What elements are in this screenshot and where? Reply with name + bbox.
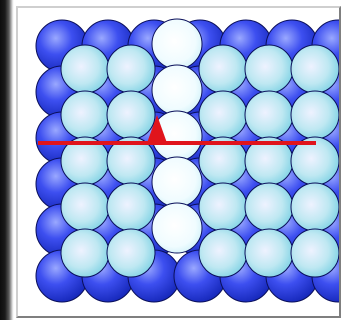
top-atom [199,45,247,93]
top-atom [199,183,247,231]
white-atom [152,157,202,207]
white-atom [152,19,202,69]
top-atom [61,183,109,231]
top-atom [107,91,155,139]
top-atom [245,91,293,139]
white-atom [152,65,202,115]
top-atom [291,183,339,231]
top-atom [107,45,155,93]
white-atom [152,203,202,253]
top-atom [107,229,155,277]
atom-lattice-diagram [18,8,339,316]
top-atom [245,229,293,277]
top-atom [291,91,339,139]
top-atom [245,45,293,93]
top-atom [199,91,247,139]
top-atom [245,183,293,231]
window-edge-shadow [0,0,14,320]
lattice-frame [16,6,341,318]
top-atom [61,229,109,277]
top-atom [291,45,339,93]
top-atom [107,183,155,231]
top-atom [61,45,109,93]
top-atom [199,229,247,277]
top-atom [291,229,339,277]
top-atom [61,91,109,139]
